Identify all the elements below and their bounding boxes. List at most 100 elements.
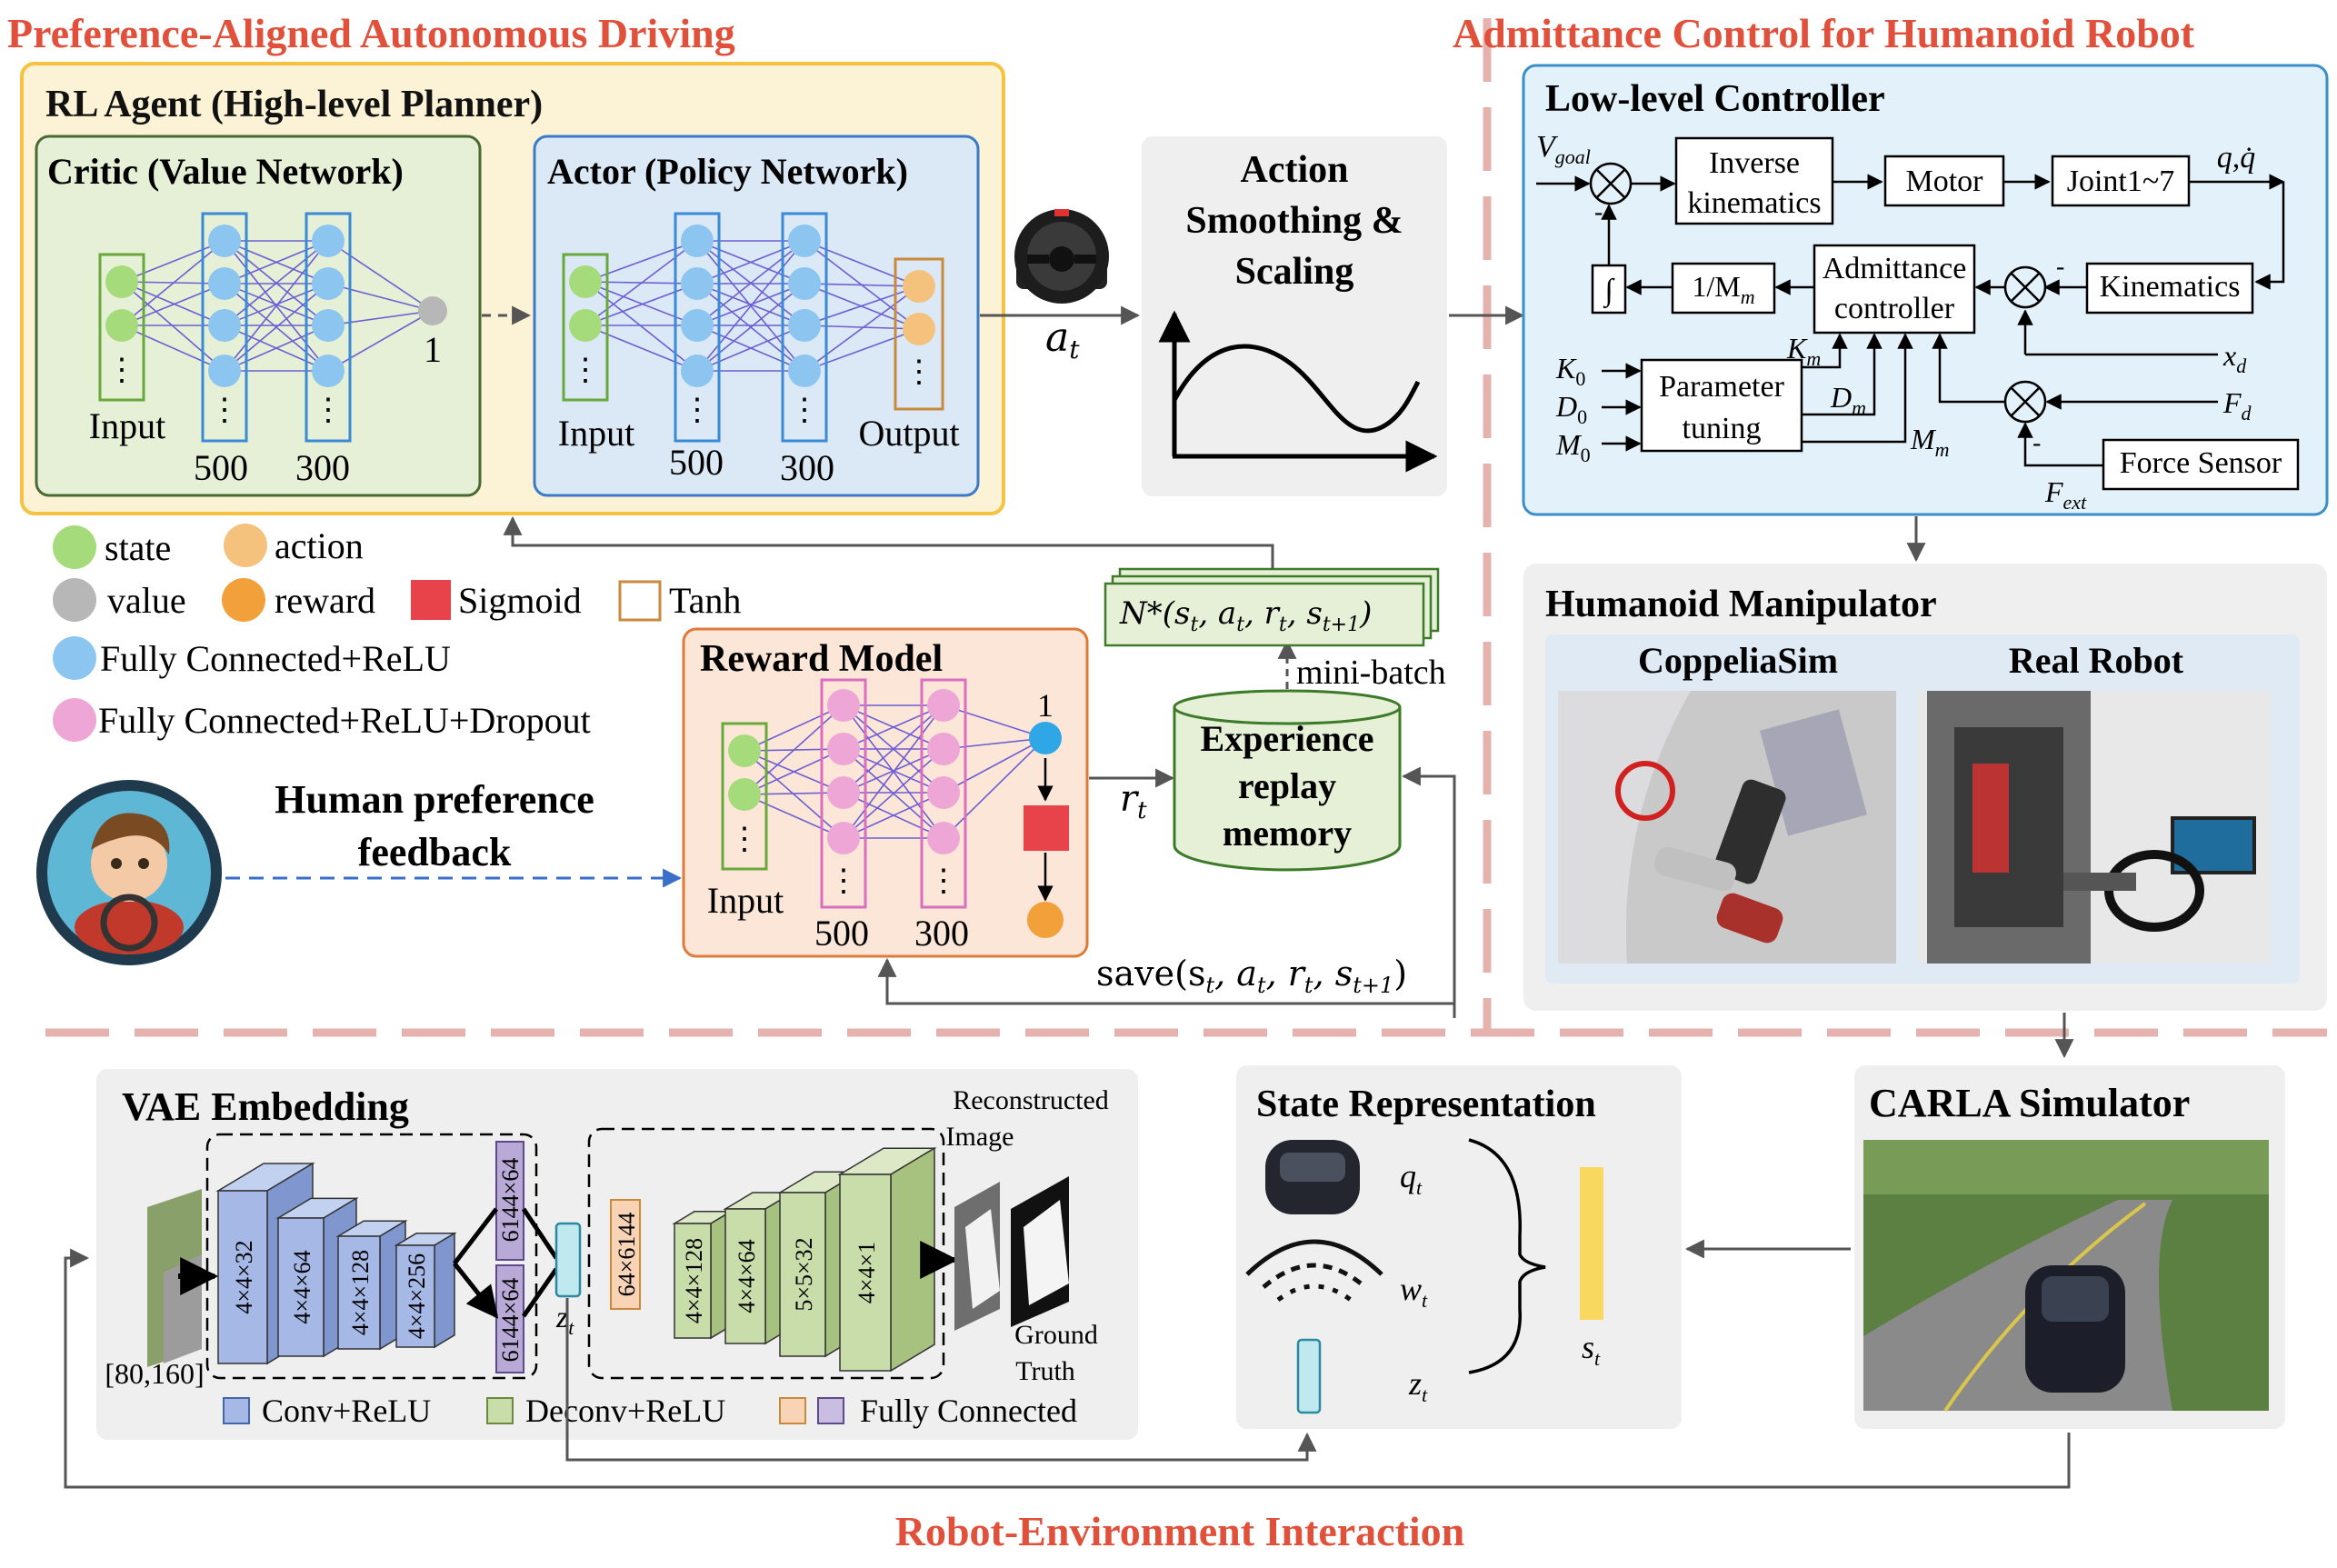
replay-line1: Experience [1200, 718, 1373, 759]
state-q-label: qt [1400, 1158, 1423, 1199]
replay-line2: replay [1238, 765, 1336, 806]
kinematics-label: Kinematics [2100, 270, 2241, 304]
layer-label: 4×4×128 [347, 1250, 374, 1335]
experience-replay-memory: Experience replay memory [1173, 689, 1402, 872]
actor-h2-label: 300 [780, 447, 834, 488]
state-z-block [1296, 1338, 1322, 1414]
reward-sigmoid [1024, 805, 1069, 851]
reward-connections [744, 704, 1046, 839]
state-w-label: wt [1400, 1271, 1428, 1312]
ellipsis: ⋮ [789, 394, 820, 427]
state-vector [1580, 1167, 1603, 1320]
state-z-label: zt [1408, 1365, 1428, 1406]
human-avatar [36, 780, 222, 965]
neuron [681, 355, 714, 387]
action-smoothing-box: Action Smoothing & Scaling [1142, 136, 1447, 496]
reward-model-title: Reward Model [700, 638, 943, 680]
neuron [312, 309, 345, 342]
rl-agent-title: RL Agent (High-level Planner) [45, 84, 543, 125]
save-label: save(st, at, rt, st+1) [1096, 954, 1407, 998]
layer-label: 4×4×64 [734, 1239, 760, 1313]
human-feedback-line2: feedback [358, 830, 512, 874]
critic-h1-label: 500 [194, 447, 248, 488]
low-level-controller: Low-level Controller Vgoal - Inverse kin… [1522, 64, 2329, 516]
neuron [927, 776, 960, 809]
vae-fc-bottom-label: 6144×64 [497, 1278, 524, 1363]
legend-reward: reward [275, 580, 375, 621]
encoder-layer-3: 4×4×128 [335, 1219, 408, 1351]
reward-output-node [1027, 902, 1064, 938]
neuron [569, 309, 602, 342]
critic-title: Critic (Value Network) [47, 151, 404, 192]
vae-reconstructed-line2: Image [946, 1122, 1014, 1152]
svg-text:-: - [2032, 429, 2041, 457]
vae-z-label: zt [555, 1301, 574, 1339]
neuron [681, 225, 714, 257]
parameter-tuning-line2: tuning [1683, 412, 1762, 445]
neuron [728, 734, 761, 767]
critic-connections [121, 240, 434, 372]
critic-nodes: ⋮⋮⋮ [105, 225, 447, 427]
actor-input-label: Input [558, 413, 634, 454]
parameter-tuning-block [1640, 358, 1803, 453]
kinematics-block [2085, 262, 2254, 315]
latent-to-state-arrow [565, 1298, 1317, 1462]
legend-sigmoid: Sigmoid [458, 580, 582, 621]
force-sensor-label: Force Sensor [2120, 446, 2282, 480]
vae-ground-truth-line1: Ground [1014, 1320, 1098, 1350]
human-feedback-line1: Human preference [275, 777, 594, 822]
minibatch-formula: N*(st, at, rt, st+1) [1119, 595, 1372, 636]
layer-label: 4×4×32 [231, 1240, 257, 1313]
legend-state: state [105, 527, 171, 568]
actor-network: Actor (Policy Network) ⋮⋮⋮⋮ Input 500 30… [533, 135, 980, 497]
real-robot-image [1918, 691, 2271, 964]
vae-title: VAE Embedding [122, 1084, 409, 1129]
d0-label: D0 [1555, 390, 1587, 428]
neuron [903, 270, 935, 303]
critic-h2-label: 300 [295, 447, 350, 488]
vae-legend-conv: Conv+ReLU [262, 1393, 431, 1429]
legend-fc-relu: Fully Connected+ReLU [100, 638, 451, 679]
actor-connections [584, 240, 920, 372]
joint-output-label: q,q̇ [2217, 141, 2256, 175]
neuron [681, 267, 714, 300]
admittance-controller-block [1813, 244, 1976, 335]
k0-label: K0 [1555, 352, 1585, 390]
minibatch-sample: N*(st, at, rt, st+1) [1104, 567, 1440, 647]
xd-label: xd [2222, 339, 2247, 377]
section-title-interaction: Robot-Environment Interaction [895, 1508, 1465, 1554]
state-brace [1468, 1138, 1546, 1374]
neuron [788, 309, 821, 342]
ellipsis: ⋮ [313, 394, 344, 427]
svg-text:-: - [1594, 198, 1603, 226]
replay-line3: memory [1223, 813, 1352, 854]
inverse-kinematics-line2: kinematics [1687, 186, 1821, 220]
neuron [569, 265, 602, 298]
reward-h2-label: 300 [914, 913, 969, 954]
m0-label: M0 [1555, 428, 1591, 466]
carla-to-vae-loop [64, 1248, 2071, 1489]
neuron [208, 309, 241, 342]
integrator-label: ∫ [1603, 274, 1615, 309]
critic-network: Critic (Value Network) ⋮⋮⋮ Input 500 300… [35, 135, 482, 497]
reward-output-label: 1 [1037, 687, 1054, 724]
neuron [208, 355, 241, 387]
coppeliasim-image [1558, 691, 1896, 964]
admittance-line1: Admittance [1823, 252, 1967, 285]
actor-title: Actor (Policy Network) [547, 151, 908, 192]
waypoints-icon [1245, 1239, 1383, 1303]
reward-nodes: ⋮⋮⋮ [728, 689, 1062, 898]
ellipsis: ⋮ [904, 355, 934, 389]
reward-h1-label: 500 [814, 913, 869, 954]
vae-reconstructed-line1: Reconstructed [953, 1085, 1109, 1115]
manipulator-title: Humanoid Manipulator [1545, 584, 1937, 625]
actor-h1-label: 500 [669, 442, 724, 483]
action-smoothing-line1: Action [1241, 149, 1349, 191]
vae-ground-truth-image [1011, 1176, 1069, 1327]
car-icon [1265, 1140, 1360, 1214]
neuron [927, 689, 960, 722]
ellipsis: ⋮ [729, 823, 760, 856]
